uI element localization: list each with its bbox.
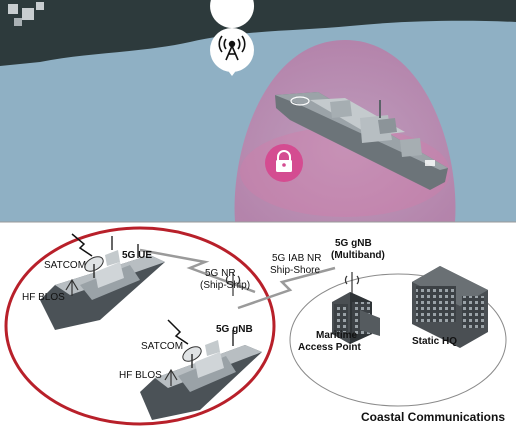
label-satcom-upper: SATCOM (44, 260, 86, 271)
warship-top (275, 92, 448, 190)
antenna-icon (225, 272, 241, 296)
label-5g-nr: 5G NR (205, 268, 236, 279)
shore-area-ring (289, 273, 507, 407)
label-access-point: Access Point (298, 342, 361, 353)
label-5g-gnb-ship: 5G gNB (216, 324, 253, 335)
coastal-buildings (8, 2, 44, 26)
label-static-hq: Static HQ (412, 336, 457, 347)
coastline-land (0, 0, 516, 66)
top-scene (0, 0, 516, 222)
ship-shore-link (237, 266, 336, 310)
bottom-diagram: SATCOM HF BLOS 5G UE 5G NR (Ship-Ship) 5… (4, 226, 507, 426)
satellite-dish-icon (182, 346, 202, 368)
static-hq-building (412, 266, 488, 348)
label-multiband: (Multiband) (331, 250, 385, 261)
antenna-icon (218, 35, 246, 61)
ship-lower (140, 330, 262, 420)
antenna-icon (344, 272, 360, 296)
maritime-access-point-building (332, 292, 380, 344)
label-satcom-lower: SATCOM (141, 341, 183, 352)
label-5g-gnb-multiband: 5G gNB (335, 238, 372, 249)
antenna-icon (65, 278, 79, 296)
antenna-badge (210, 0, 255, 76)
label-5g-ue: 5G UE (122, 250, 152, 261)
fleet-ring (4, 226, 276, 426)
satellite-dish-icon (84, 256, 104, 278)
ship-upper (40, 236, 165, 330)
label-ship-ship: (Ship-Ship) (200, 280, 250, 291)
label-hf-blos-lower: HF BLOS (119, 370, 162, 381)
lock-icon (276, 150, 292, 172)
ship-ship-link (139, 248, 256, 294)
label-hf-blos-upper: HF BLOS (22, 292, 65, 303)
lock-badge (265, 144, 303, 182)
label-5g-iab-nr: 5G IAB NR (272, 253, 321, 264)
satcom-bolt-upper (71, 233, 93, 257)
caption: Coastal Communications (361, 410, 505, 424)
label-maritime: Maritime (316, 330, 358, 341)
label-ship-shore: Ship-Shore (270, 265, 320, 276)
antenna-icon (164, 368, 178, 386)
satcom-bolt-lower (167, 319, 189, 345)
